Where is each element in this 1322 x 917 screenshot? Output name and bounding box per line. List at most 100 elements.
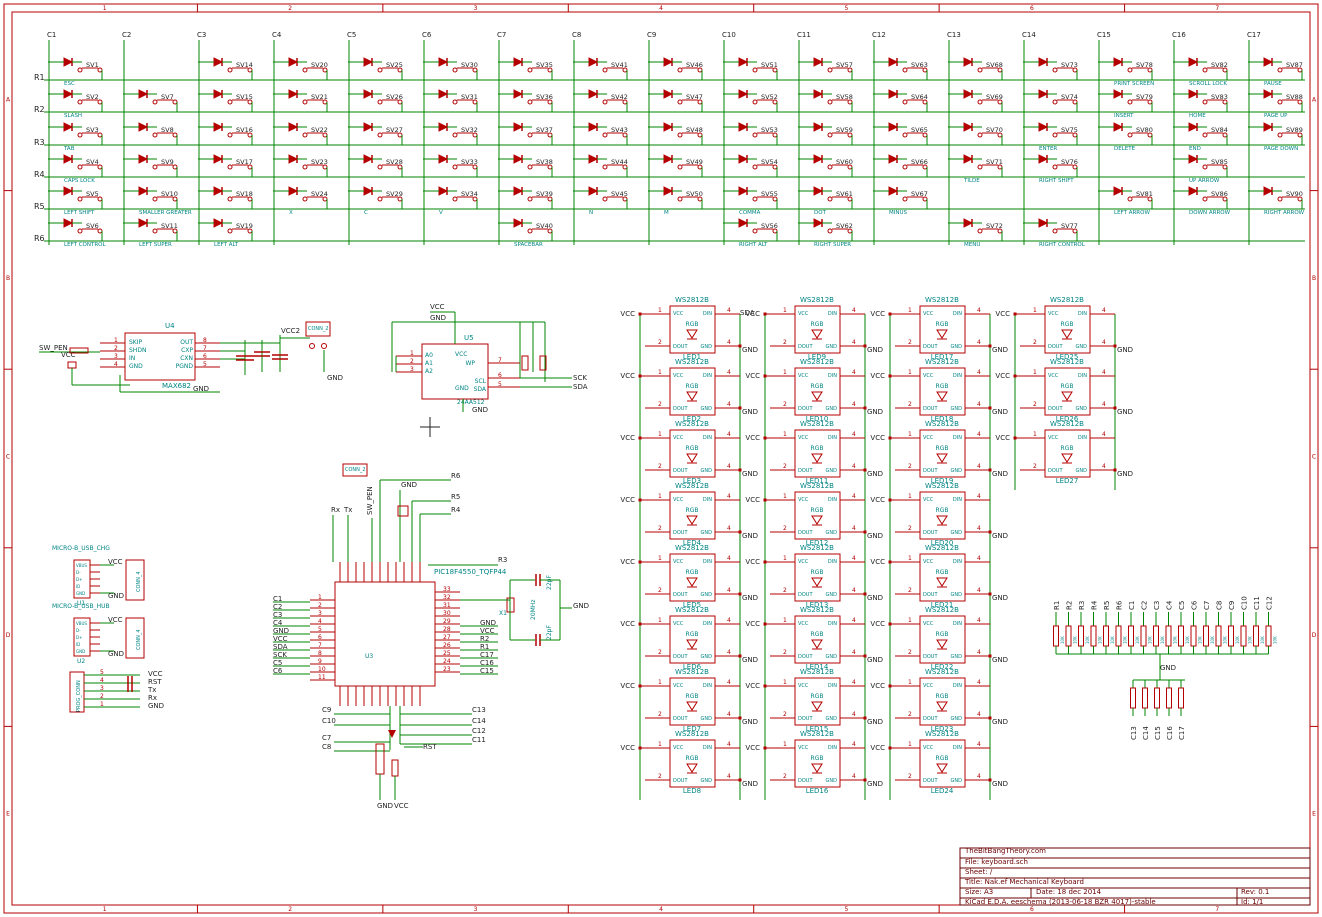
led-pin-name: DIN bbox=[953, 559, 962, 565]
matrix-column-label: C1 bbox=[47, 31, 56, 39]
key-switch-sv17: SV17 bbox=[198, 154, 253, 177]
led-pin-num: 4 bbox=[727, 339, 731, 346]
u4-body bbox=[124, 332, 196, 381]
u4-pin-num: 3 bbox=[114, 353, 118, 360]
switch-terminal bbox=[452, 196, 458, 202]
switch-ref: SV2 bbox=[86, 93, 99, 101]
led-pin-name: DIN bbox=[953, 373, 962, 379]
switch-ref: SV88 bbox=[1286, 93, 1303, 101]
u4-pin-num: 1 bbox=[114, 337, 118, 344]
key-label: LEFT ALT bbox=[214, 242, 239, 248]
led-pin-num: 2 bbox=[783, 773, 787, 780]
net-label: Tx bbox=[147, 686, 156, 694]
net-vcc: VCC bbox=[745, 496, 760, 504]
switch-terminal bbox=[152, 228, 158, 234]
net-gnd: GND bbox=[867, 594, 883, 602]
switch-ref: SV11 bbox=[161, 222, 178, 230]
key-label: SCROLL LOCK bbox=[1189, 81, 1227, 87]
key-label: RIGHT ALT bbox=[739, 242, 768, 248]
led-pin-name: VCC bbox=[798, 683, 809, 689]
switch-terminal bbox=[227, 196, 233, 202]
net-r5: R5 bbox=[451, 493, 460, 501]
usb-connectors-block: MICRO-B_USB_CHGU1VBUSD-D+IDGNDVCCGNDCONN… bbox=[52, 545, 164, 713]
switch-ref: SV18 bbox=[236, 190, 253, 198]
led-pin-name: DOUT bbox=[673, 716, 688, 722]
res-value: 10K bbox=[1085, 636, 1090, 644]
key-switch-sv26: SV26 bbox=[348, 89, 403, 112]
led-diode-icon bbox=[811, 329, 823, 339]
switch-ref: SV22 bbox=[311, 126, 328, 134]
switch-terminal bbox=[602, 132, 608, 138]
led-pin-num: 4 bbox=[727, 773, 731, 780]
led-pin-name: DOUT bbox=[673, 654, 688, 660]
led-part: WS2812B bbox=[800, 730, 834, 738]
diode-icon bbox=[138, 218, 149, 228]
u5-pin-name: SCL bbox=[475, 378, 487, 385]
res-net-label: R1 bbox=[1053, 601, 1061, 610]
led-pin-num: 2 bbox=[658, 463, 662, 470]
matrix-row-label: R5 bbox=[34, 202, 45, 211]
led-body bbox=[919, 491, 966, 540]
led-pin-name: GND bbox=[1076, 406, 1088, 412]
diode-icon bbox=[738, 218, 749, 228]
net-label: C8 bbox=[322, 743, 331, 751]
switch-ref: SV32 bbox=[461, 126, 478, 134]
key-switch-sv39: SV39 bbox=[498, 186, 553, 209]
led-pin-num: 4 bbox=[977, 401, 981, 408]
key-switch-sv35: SV35 bbox=[498, 57, 553, 80]
usb-pin-name: D+ bbox=[76, 577, 82, 582]
net-label: R1 bbox=[480, 643, 489, 651]
net-vcc: VCC bbox=[620, 744, 635, 752]
switch-terminal bbox=[377, 132, 383, 138]
key-switch-sv49: SV49 bbox=[648, 154, 703, 177]
led-pin-num: 4 bbox=[1102, 463, 1106, 470]
mcu-pin-num: 6 bbox=[318, 634, 322, 641]
pin-dot bbox=[763, 498, 767, 502]
switch-ref: SV79 bbox=[1136, 93, 1153, 101]
switch-terminal bbox=[1277, 132, 1283, 138]
led-diode-icon bbox=[811, 639, 823, 649]
pin-dot bbox=[638, 498, 642, 502]
switch-ref: SV89 bbox=[1286, 126, 1303, 134]
resistor-body bbox=[1240, 625, 1247, 647]
led-pin-num: 4 bbox=[727, 307, 731, 314]
switch-ref: SV45 bbox=[611, 190, 628, 198]
switch-terminal bbox=[227, 164, 233, 170]
led-body bbox=[794, 429, 841, 478]
led-pin-name: DIN bbox=[703, 621, 712, 627]
net-r6: R6 bbox=[451, 472, 461, 480]
led-pin-num: 4 bbox=[977, 711, 981, 718]
res-net-label: C9 bbox=[1228, 601, 1236, 610]
led-pin-num: 2 bbox=[658, 587, 662, 594]
switch-ref: SV54 bbox=[761, 158, 778, 166]
net-label: C6 bbox=[273, 667, 283, 675]
switch-terminal bbox=[602, 196, 608, 202]
pin-dot bbox=[1013, 312, 1017, 316]
switch-terminal bbox=[1202, 164, 1208, 170]
u4-pin-name: PGND bbox=[176, 363, 194, 370]
led-pin-name: GND bbox=[1076, 344, 1088, 350]
switch-terminal bbox=[77, 67, 83, 73]
led-pin-num: 1 bbox=[908, 679, 912, 686]
pin-dot bbox=[763, 374, 767, 378]
key-label: MINUS bbox=[889, 210, 908, 216]
col-label-bottom: 4 bbox=[659, 906, 663, 913]
switch-ref: SV66 bbox=[911, 158, 928, 166]
u5-pin-num: 6 bbox=[498, 372, 502, 379]
led-rgb-label: RGB bbox=[686, 569, 699, 576]
led-pin-name: DOUT bbox=[798, 778, 813, 784]
led-diode-icon bbox=[811, 763, 823, 773]
led-pin-name: DIN bbox=[828, 559, 837, 565]
net-gnd: GND bbox=[742, 532, 758, 540]
led-pin-num: 2 bbox=[658, 339, 662, 346]
conn-pin bbox=[321, 343, 327, 349]
